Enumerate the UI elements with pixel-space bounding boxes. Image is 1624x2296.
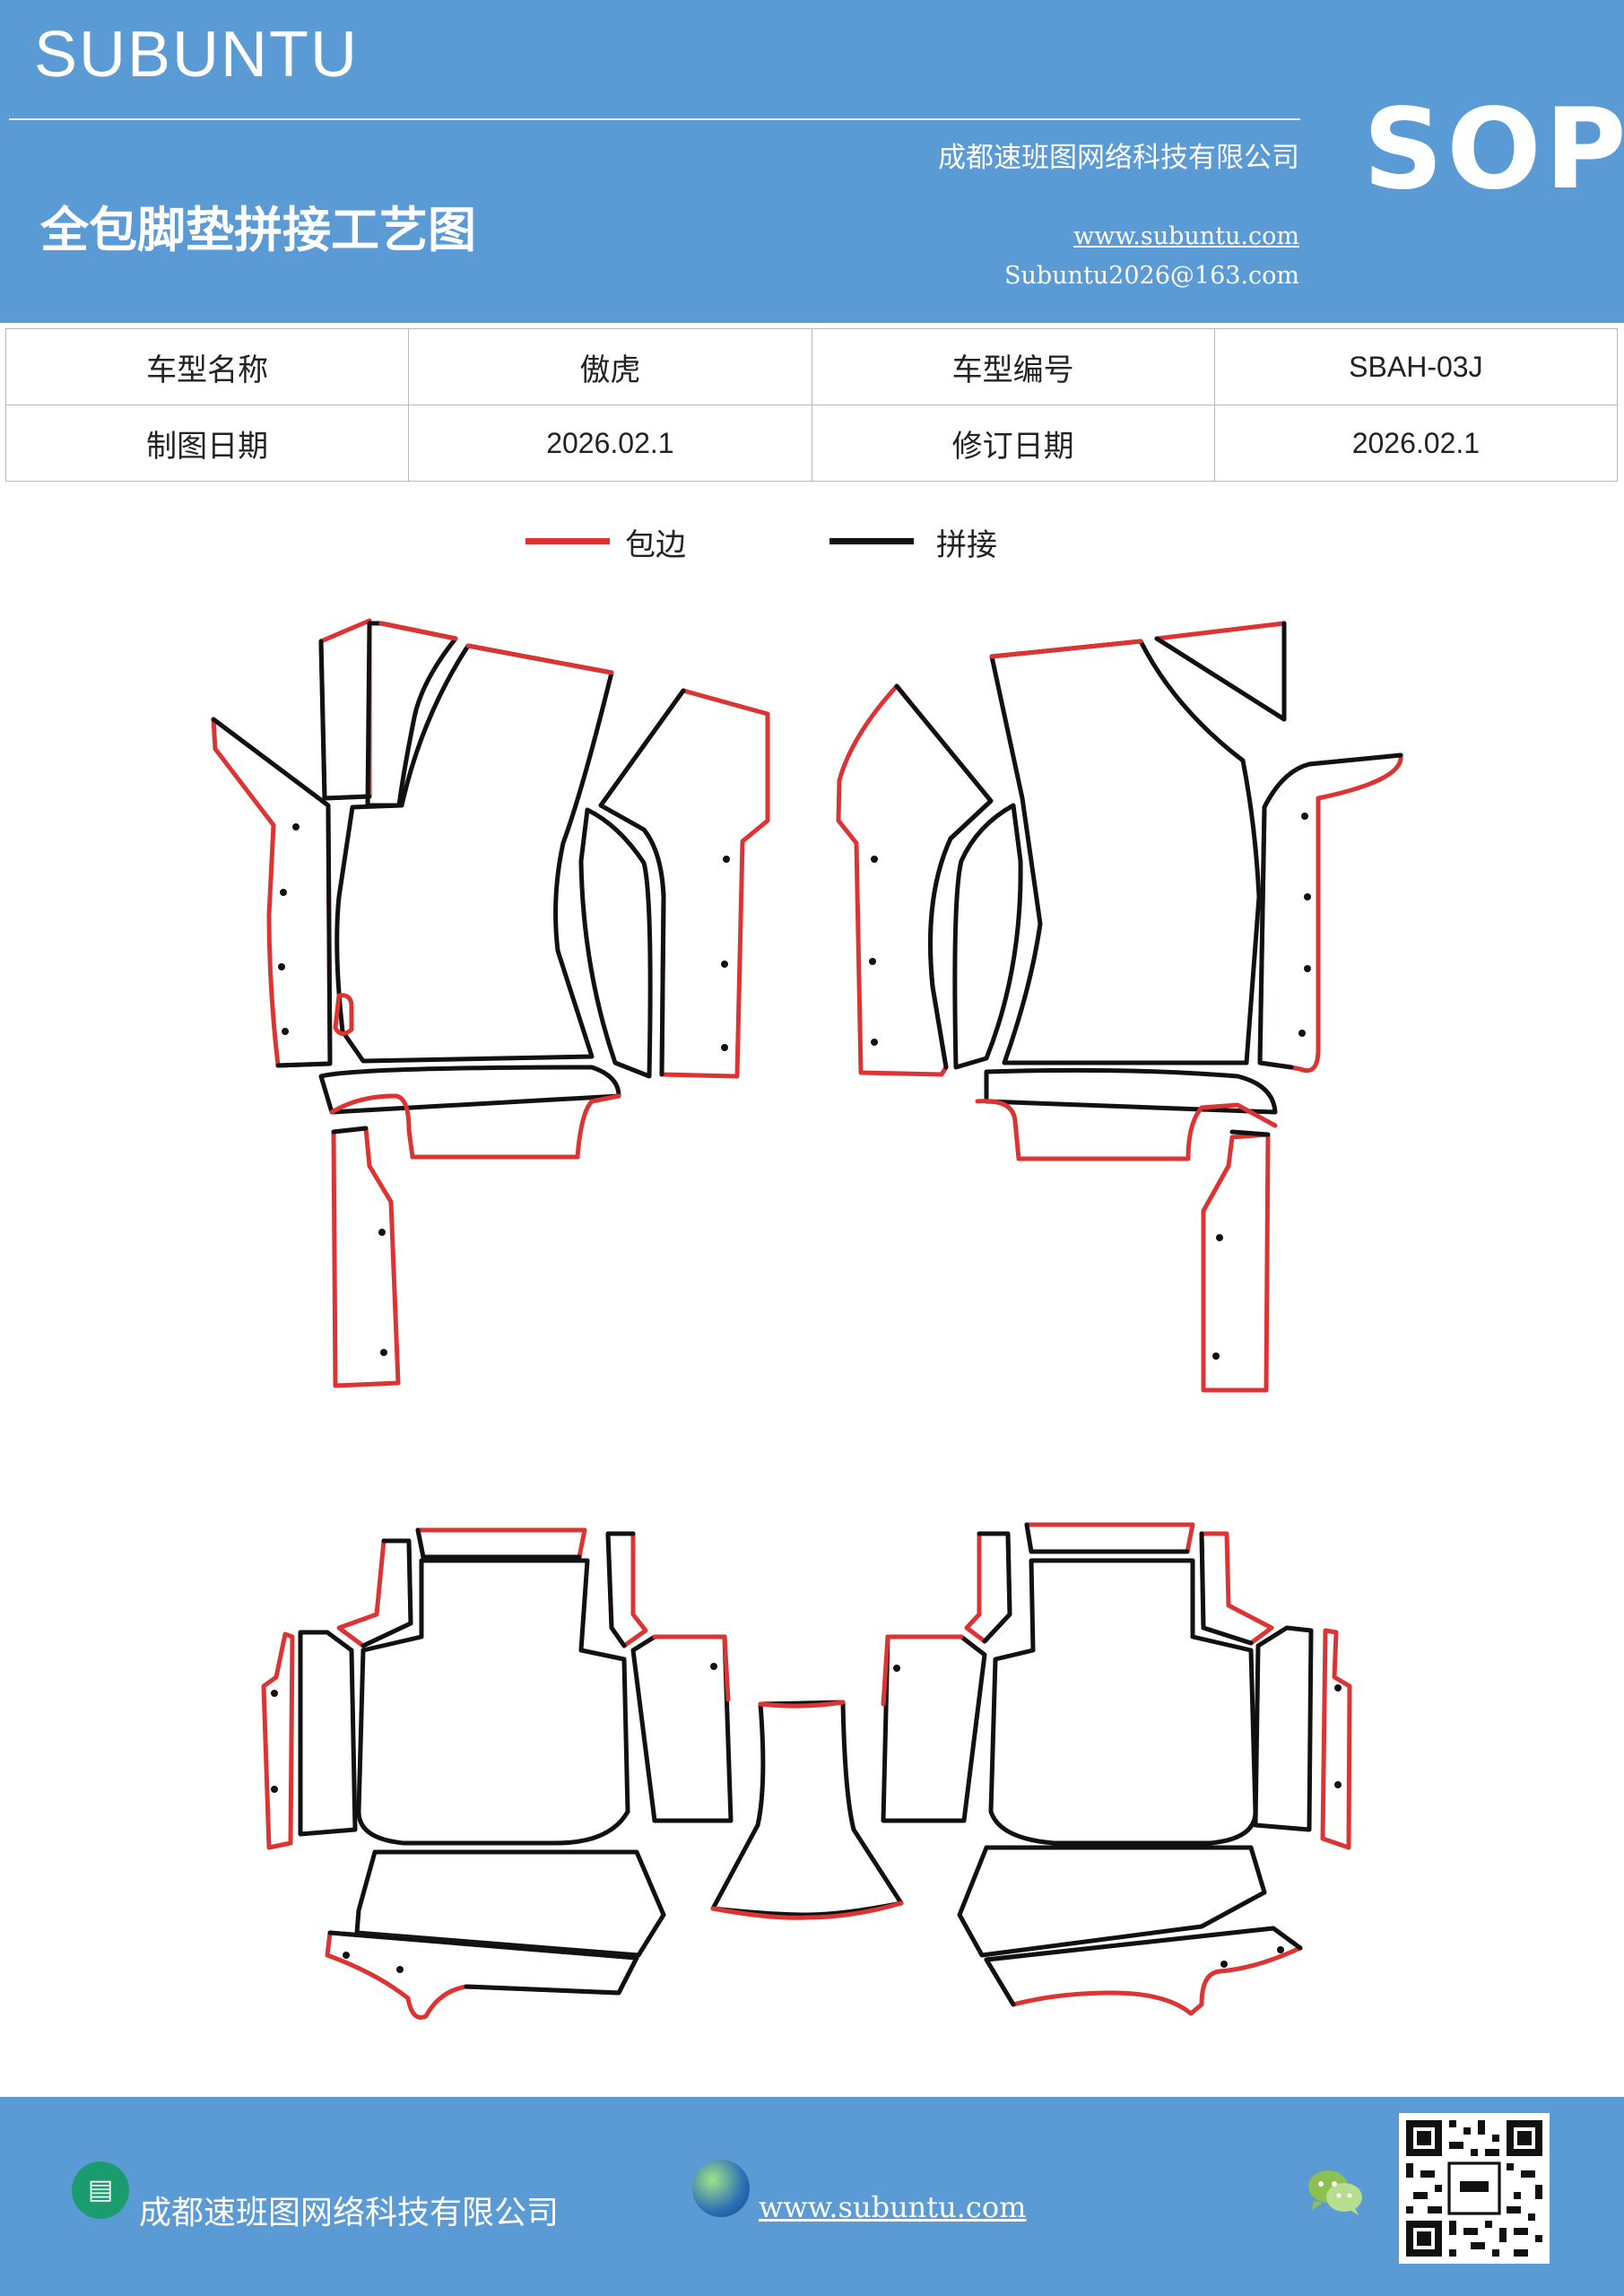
edge-legend-label: 包边 bbox=[625, 527, 686, 563]
page-title: 全包脚垫拼接工艺图 bbox=[40, 202, 476, 258]
fr-front-lip bbox=[984, 1067, 1278, 1115]
rr-right-side bbox=[1253, 1625, 1314, 1832]
fl-right-outer bbox=[598, 688, 770, 1079]
rr-right-bracket-black bbox=[1199, 1531, 1254, 1646]
model-name-label: 车型名称 bbox=[4, 328, 410, 405]
fr-front-tab bbox=[975, 1099, 1278, 1161]
edge-swatch bbox=[525, 538, 610, 544]
fl-bottom-strip bbox=[331, 1126, 401, 1388]
fl-right-inner bbox=[578, 807, 653, 1079]
footer-banner: ▤ 成都速班图网络科技有限公司 www.subuntu.com bbox=[0, 2097, 1624, 2296]
tunnel-bottom-edge bbox=[710, 1900, 904, 1920]
fl-center-column-edge bbox=[378, 621, 458, 641]
rr-left-bracket-black bbox=[977, 1531, 1012, 1644]
fr-bottom-strip bbox=[1201, 1132, 1271, 1393]
rear-left-mats bbox=[261, 1527, 734, 2020]
rr-right-edge bbox=[1320, 1628, 1352, 1850]
rl-right-bracket-black bbox=[605, 1531, 636, 1648]
fl-left-flap bbox=[211, 717, 333, 1068]
fl-main-pad bbox=[334, 643, 614, 1064]
rr-right-bracket bbox=[1199, 1531, 1274, 1646]
fl-front-lip bbox=[318, 1065, 621, 1115]
rl-left-side bbox=[298, 1630, 358, 1837]
header-divider bbox=[9, 118, 1300, 120]
fl-side-strip-black bbox=[318, 639, 372, 801]
rr-bottom-strip-black bbox=[984, 1926, 1303, 2007]
join-swatch bbox=[829, 538, 914, 544]
tunnel-top-edge bbox=[758, 1700, 846, 1709]
model-name-value: 傲虎 bbox=[408, 328, 812, 405]
rl-bottom-strip-black bbox=[327, 1930, 639, 1996]
fr-bottom-strip-black bbox=[1229, 1129, 1271, 1137]
rear-right-mats bbox=[881, 1522, 1352, 2016]
footer-website-link[interactable]: www.subuntu.com bbox=[759, 2190, 1027, 2224]
front-left-mats bbox=[211, 618, 770, 1388]
front-right-dots bbox=[869, 813, 1311, 1360]
fl-right-outer-black bbox=[598, 688, 686, 1077]
rr-left-bracket bbox=[964, 1531, 1012, 1644]
table-row: 车型名称 傲虎 车型编号 SBAH-03J bbox=[4, 328, 1619, 405]
fr-left-inner bbox=[952, 803, 1023, 1070]
fr-right-flap bbox=[1257, 752, 1403, 1074]
rear-left-dots bbox=[271, 1663, 717, 1973]
rl-right-side bbox=[630, 1634, 734, 1823]
fl-heel-tab bbox=[333, 993, 354, 1036]
fl-center-column bbox=[365, 621, 458, 808]
rl-main-pad bbox=[356, 1558, 630, 1846]
mat-pattern-drawing bbox=[211, 618, 1403, 2020]
rr-bottom-strip bbox=[984, 1926, 1303, 2016]
fr-main-pad bbox=[989, 639, 1262, 1065]
company-name: 成都速班图网络科技有限公司 bbox=[938, 142, 1299, 174]
rl-top-panel-black bbox=[415, 1527, 582, 1560]
fr-left-outer-black bbox=[894, 683, 994, 1070]
fr-main-pad-edge bbox=[989, 639, 1143, 659]
legend: 包边 拼接 bbox=[0, 520, 1624, 574]
rl-bottom-strip bbox=[325, 1930, 639, 2020]
rr-left-side bbox=[881, 1634, 987, 1823]
fl-side-strip bbox=[318, 618, 372, 801]
rr-left-side-edge bbox=[881, 1634, 964, 1707]
brand-name: SUBUNTU bbox=[34, 19, 360, 91]
building-icon: ▤ bbox=[72, 2161, 129, 2219]
revise-date-label: 修订日期 bbox=[811, 404, 1215, 482]
draw-date-value: 2026.02.1 bbox=[408, 404, 812, 482]
rl-front-panel bbox=[354, 1849, 666, 1958]
rr-main-pad bbox=[988, 1558, 1258, 1846]
revise-date-value: 2026.02.1 bbox=[1213, 404, 1619, 482]
front-left-dots bbox=[278, 823, 730, 1356]
footer-company: 成都速班图网络科技有限公司 bbox=[139, 2195, 560, 2231]
rr-front-panel bbox=[957, 1845, 1267, 1958]
draw-date-label: 制图日期 bbox=[4, 404, 410, 482]
join-legend-label: 拼接 bbox=[936, 527, 997, 563]
rl-right-side-edge bbox=[652, 1634, 731, 1702]
rl-top-panel bbox=[415, 1527, 587, 1560]
model-code-label: 车型编号 bbox=[811, 328, 1215, 405]
fl-main-pad-edge bbox=[465, 643, 614, 675]
rl-left-bracket-black bbox=[360, 1538, 413, 1648]
rl-left-edge bbox=[261, 1631, 295, 1850]
fl-left-flap-black bbox=[211, 717, 333, 1068]
fr-top-triangle-black bbox=[1154, 621, 1287, 722]
globe-icon bbox=[692, 2160, 750, 2217]
rear-right-dots bbox=[893, 1665, 1342, 1968]
tunnel-body bbox=[710, 1700, 904, 1918]
header-banner: SUBUNTU 成都速班图网络科技有限公司 全包脚垫拼接工艺图 www.subu… bbox=[0, 0, 1624, 323]
fl-front-tab bbox=[329, 1093, 621, 1160]
sop-badge: SOP bbox=[1363, 85, 1624, 214]
info-table: 车型名称 傲虎 车型编号 SBAH-03J 制图日期 2026.02.1 修订日… bbox=[4, 328, 1619, 482]
center-tunnel bbox=[710, 1700, 904, 1920]
fr-right-flap-black bbox=[1257, 752, 1403, 1070]
fl-bottom-strip-black bbox=[331, 1126, 369, 1135]
rr-top-panel-black bbox=[1024, 1522, 1190, 1554]
website-link[interactable]: www.subuntu.com bbox=[1073, 222, 1299, 250]
email-address: Subuntu2026@163.com bbox=[1004, 262, 1299, 290]
fr-left-outer bbox=[836, 683, 994, 1077]
rr-top-panel bbox=[1024, 1522, 1195, 1554]
model-code-value: SBAH-03J bbox=[1213, 328, 1619, 405]
front-right-mats bbox=[836, 621, 1403, 1393]
qr-code bbox=[1399, 2113, 1550, 2264]
table-row: 制图日期 2026.02.1 修订日期 2026.02.1 bbox=[4, 404, 1619, 482]
wechat-icon[interactable] bbox=[1305, 2167, 1364, 2217]
